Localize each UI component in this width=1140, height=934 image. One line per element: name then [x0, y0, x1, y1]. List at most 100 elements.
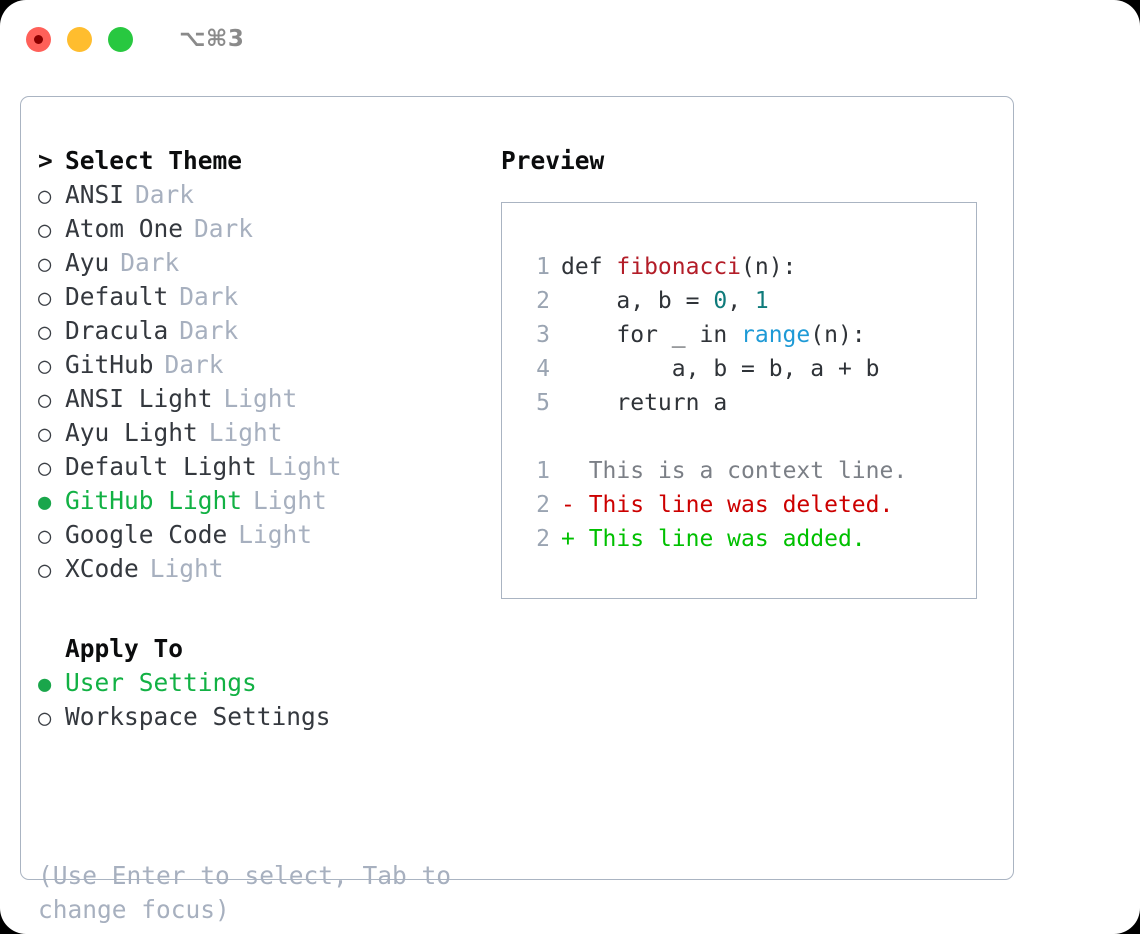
radio-unselected-icon: ○ — [38, 320, 52, 345]
radio-unselected-icon: ○ — [38, 558, 52, 583]
line-number: 2 — [536, 492, 550, 518]
theme-variant-tag: Dark — [194, 214, 254, 243]
diff-line: 2+ This line was added. — [520, 522, 976, 556]
apply-to-item[interactable]: ● User Settings — [38, 666, 468, 700]
radio-unselected-icon: ○ — [38, 706, 52, 731]
keyboard-shortcut-label: ⌥⌘3 — [179, 26, 245, 52]
theme-list-item[interactable]: ○ GitHub Dark — [38, 348, 468, 382]
radio-unselected-icon: ○ — [38, 184, 52, 209]
theme-name: Dracula — [65, 316, 169, 345]
code-line: 2 a, b = 0, 1 — [520, 284, 976, 318]
code-token: (n): — [810, 322, 866, 348]
theme-name: Ayu — [65, 248, 110, 277]
code-token: def — [561, 254, 617, 280]
theme-variant-tag: Light — [267, 452, 342, 481]
theme-picker-title: Select Theme — [65, 146, 243, 175]
radio-unselected-icon: ○ — [38, 354, 52, 379]
code-token: range — [741, 322, 811, 348]
radio-unselected-icon: ○ — [38, 388, 52, 413]
apply-to-label: User Settings — [65, 668, 257, 697]
theme-name: XCode — [65, 554, 139, 583]
radio-unselected-icon: ○ — [38, 422, 52, 447]
title-bar: ⌥⌘3 — [0, 0, 1140, 78]
apply-to-label: Workspace Settings — [65, 702, 331, 731]
line-number: 3 — [536, 322, 550, 348]
code-line: 4 a, b = b, a + b — [520, 352, 976, 386]
code-token: , — [727, 288, 755, 314]
radio-unselected-icon: ○ — [38, 218, 52, 243]
line-number: 4 — [536, 356, 550, 382]
code-token: fibonacci — [616, 254, 742, 280]
radio-unselected-icon: ○ — [38, 524, 52, 549]
theme-list-item[interactable]: ○ Ayu Light Light — [38, 416, 468, 450]
theme-list-item[interactable]: ○ Dracula Dark — [38, 314, 468, 348]
apply-to-marker-spacer — [38, 634, 65, 668]
diff-text: This line was deleted. — [588, 492, 894, 518]
close-window-button[interactable] — [26, 26, 51, 52]
theme-name: Default — [65, 282, 169, 311]
theme-list-item[interactable]: ○ Atom One Dark — [38, 212, 468, 246]
theme-name: GitHub Light — [65, 486, 243, 515]
line-number: 5 — [536, 390, 550, 416]
apply-to-title: Apply To — [65, 634, 184, 663]
apply-to-header: Apply To — [38, 632, 468, 666]
theme-variant-tag: Dark — [179, 316, 239, 345]
apply-to-item[interactable]: ○ Workspace Settings — [38, 700, 468, 734]
section-spacer — [38, 586, 468, 632]
theme-variant-tag: Dark — [135, 180, 195, 209]
diff-sample: 1 This is a context line. 2- This line wa… — [520, 454, 976, 556]
line-number: 2 — [536, 288, 550, 314]
code-token: a, b = b, a + b — [561, 356, 880, 382]
window-controls — [26, 26, 133, 52]
code-line: 5 return a — [520, 386, 976, 420]
radio-selected-icon: ● — [38, 672, 52, 697]
theme-variant-tag: Dark — [179, 282, 239, 311]
radio-selected-icon: ● — [38, 490, 52, 515]
apply-to-list: ● User Settings ○ Workspace Settings — [38, 666, 468, 734]
theme-name: Atom One — [65, 214, 184, 243]
theme-variant-tag: Light — [253, 486, 327, 515]
diff-text: This is a context line. — [588, 458, 908, 484]
line-number: 1 — [536, 458, 550, 484]
theme-variant-tag: Dark — [164, 350, 224, 379]
code-token: 0 — [713, 288, 728, 314]
theme-name: Google Code — [65, 520, 228, 549]
diff-text: This line was added. — [588, 526, 866, 552]
minimize-window-button[interactable] — [67, 26, 92, 52]
theme-name: Ayu Light — [65, 418, 198, 447]
maximize-window-button[interactable] — [108, 26, 133, 52]
diff-spacer — [520, 420, 976, 454]
diff-marker — [561, 454, 589, 488]
code-token: a, b = — [561, 288, 714, 314]
theme-name: GitHub — [65, 350, 154, 379]
line-number: 1 — [536, 254, 550, 280]
keyboard-hint: (Use Enter to select, Tab to change focu… — [38, 861, 452, 924]
theme-picker-header: > Select Theme — [38, 144, 468, 178]
theme-variant-tag: Dark — [120, 248, 180, 277]
code-line: 3 for _ in range(n): — [520, 318, 976, 352]
diff-marker: - — [561, 492, 589, 518]
radio-unselected-icon: ○ — [38, 456, 52, 481]
code-token: 1 — [754, 288, 769, 314]
code-token: return a — [561, 390, 728, 416]
line-number: 2 — [536, 526, 550, 552]
theme-variant-tag: Light — [223, 384, 298, 413]
theme-list-item[interactable]: ● GitHub Light Light — [38, 484, 468, 518]
preview-title: Preview — [501, 146, 605, 175]
code-token: for _ in — [561, 322, 742, 348]
theme-variant-tag: Light — [208, 418, 283, 447]
diff-line: 1 This is a context line. — [520, 454, 976, 488]
